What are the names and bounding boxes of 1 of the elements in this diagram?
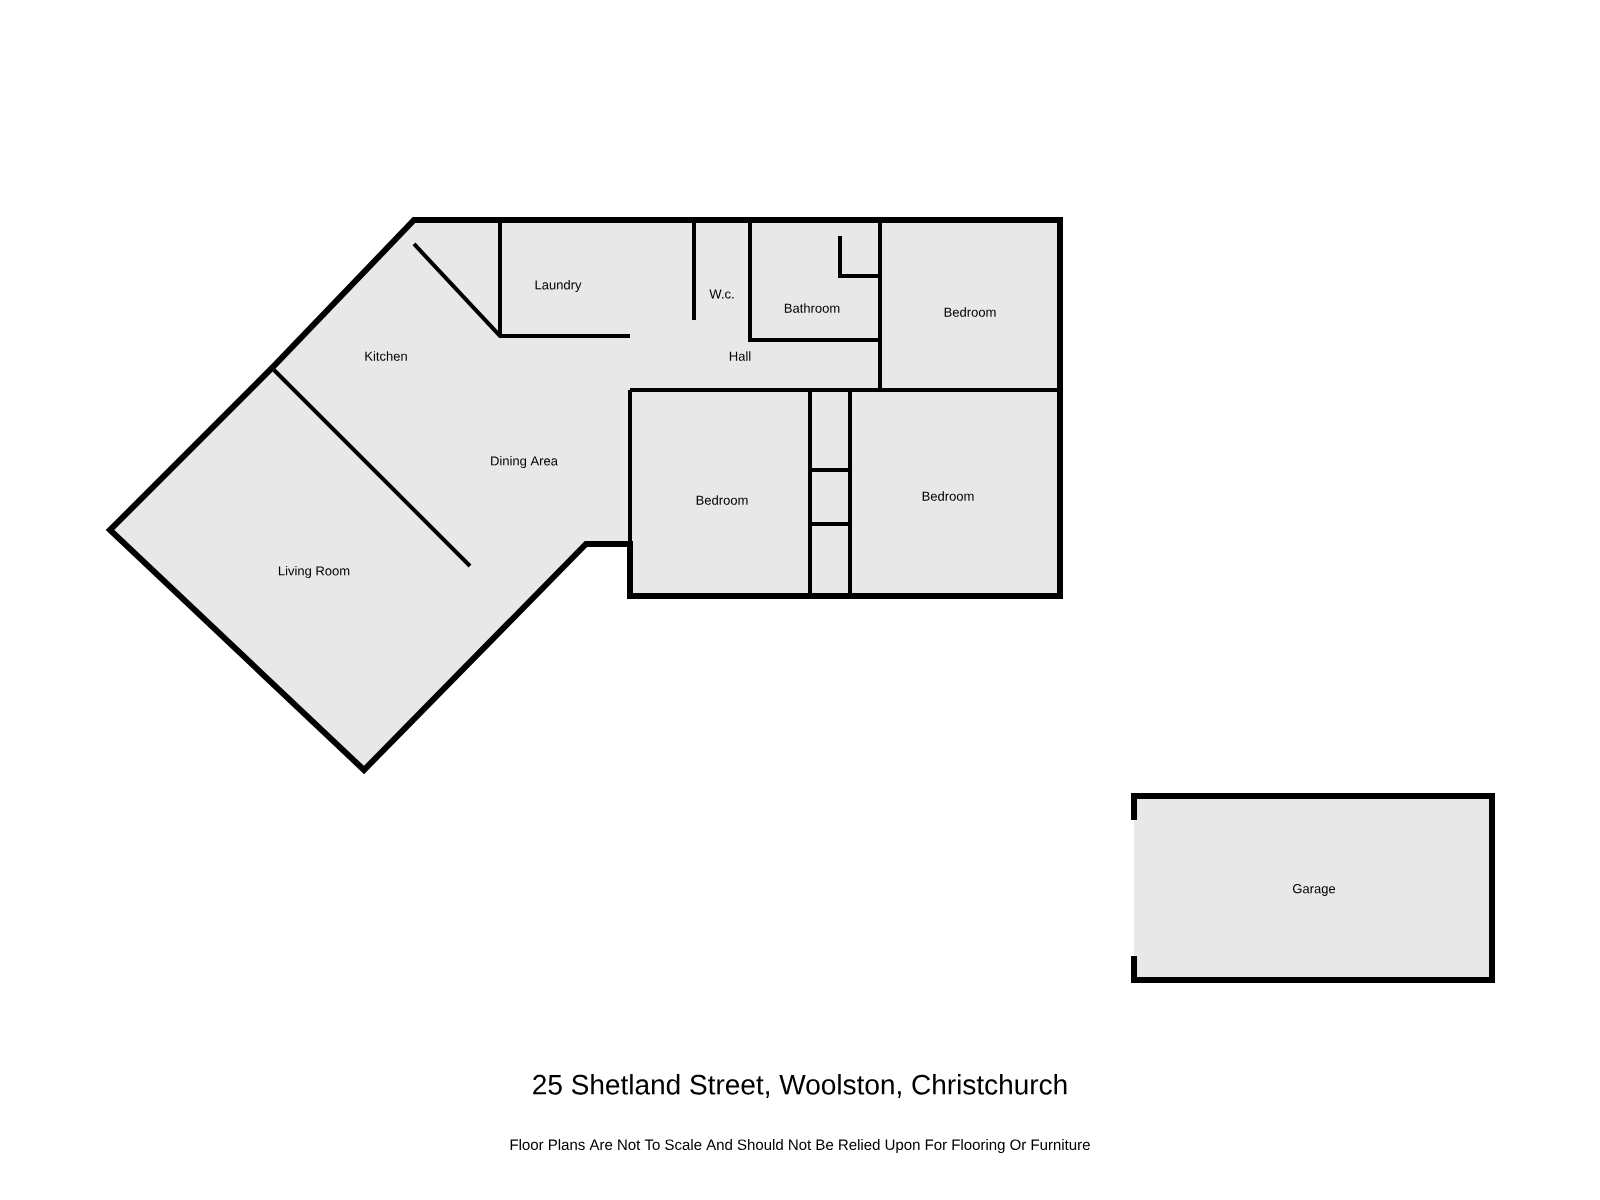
address-title: 25 Shetland Street, Woolston, Christchurch: [533, 1074, 1067, 1098]
